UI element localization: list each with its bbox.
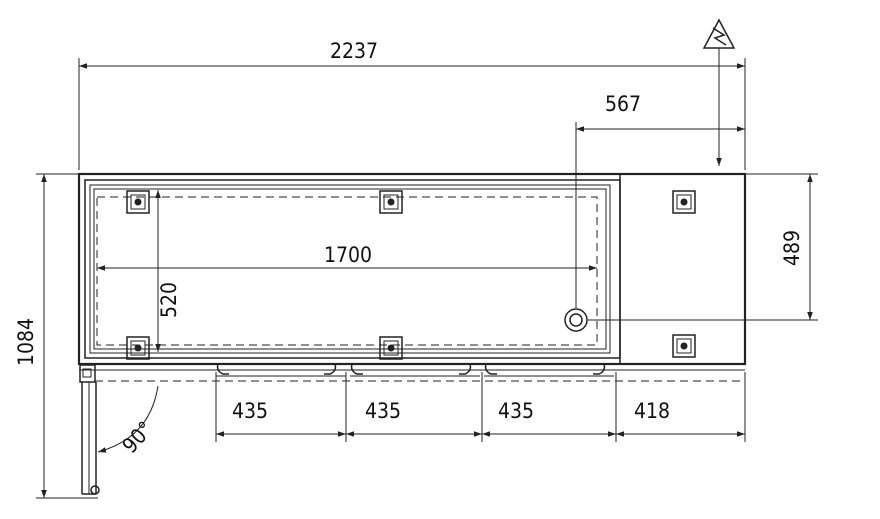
lightning-warning-icon: [702, 18, 736, 166]
dimension-right-height: [588, 173, 818, 321]
foot-pad: [379, 336, 403, 360]
right-offset-value: 567: [605, 92, 641, 116]
foot-pad: [672, 334, 696, 358]
dimension-overall-width: [78, 58, 746, 170]
dimension-right-offset: [575, 122, 745, 308]
door-1-width-value: 435: [232, 399, 268, 423]
inner-width-value: 1700: [324, 243, 372, 267]
foot-pad: [379, 190, 403, 214]
inner-dashed-outline: [96, 196, 598, 346]
foot-pads: [126, 190, 696, 360]
overall-width-value: 2237: [330, 39, 378, 63]
door-3-width-value: 435: [498, 399, 534, 423]
dimension-overall-depth: [36, 173, 98, 499]
swing-angle-label: 90°: [118, 417, 158, 458]
foot-pad: [126, 336, 150, 360]
inner-height-value: 520: [157, 282, 181, 318]
foot-pad: [126, 190, 150, 214]
overall-depth-value: 1084: [14, 318, 38, 366]
dimension-chain-bottom: [215, 372, 746, 442]
right-height-value: 489: [780, 230, 804, 266]
foot-pad: [672, 190, 696, 214]
door-2-width-value: 435: [365, 399, 401, 423]
front-rail: [79, 363, 745, 383]
drain-outlet: [564, 308, 588, 332]
side-module-width-value: 418: [634, 399, 670, 423]
open-end-door: [81, 382, 159, 495]
cabinet-body: [77, 172, 747, 366]
